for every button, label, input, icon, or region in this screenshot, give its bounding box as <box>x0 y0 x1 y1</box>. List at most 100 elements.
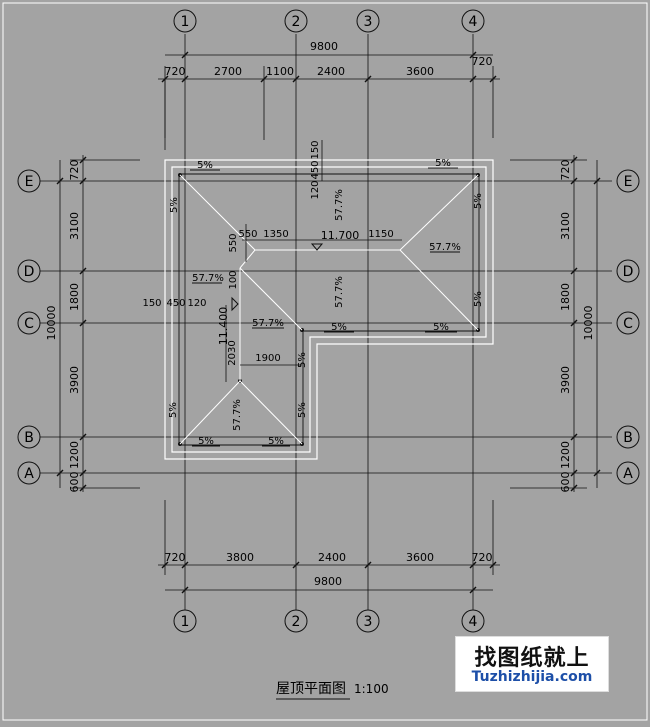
slope-label: 5% <box>297 402 308 418</box>
dim-150: 150 <box>310 140 321 159</box>
axis-label-2-top: 2 <box>292 14 301 30</box>
axis-bubble <box>461 9 485 33</box>
roof-outline <box>164 159 494 460</box>
dims-left: 10000 720 3100 1800 3900 1200 600 <box>45 160 81 493</box>
dim-top-seg: 2400 <box>317 65 345 78</box>
elevation-markers <box>231 243 324 312</box>
dimension-ticks <box>56 51 601 594</box>
axis-bubbles-left: E D C B A <box>17 169 41 485</box>
slope-label: 5% <box>433 322 449 333</box>
axis-label-B-right: B <box>623 430 633 446</box>
drawing-title: 屋顶平面图 1:100 <box>276 681 389 700</box>
dims-top: 9800 720 2700 1100 2400 3600 720 <box>165 40 493 78</box>
slope-label: 5% <box>168 402 179 418</box>
axis-bubble <box>284 9 308 33</box>
dim-right-seg: 1800 <box>559 283 572 311</box>
slope-label: 5% <box>297 352 308 368</box>
dim-bottom-seg: 720 <box>472 551 493 564</box>
dimension-lines <box>59 54 598 591</box>
axis-bubble <box>17 461 41 485</box>
axis-label-A-right: A <box>623 466 633 482</box>
dim-120: 120 <box>310 180 321 199</box>
axis-label-C-right: C <box>623 316 633 332</box>
axis-label-2-bottom: 2 <box>292 614 301 630</box>
dim-450: 450 <box>310 160 321 179</box>
axis-bubble <box>461 609 485 633</box>
dim-1150: 1150 <box>368 229 393 240</box>
slope-texts: 5% 5% 5% 5% 5% 5% 5% 5% 5% 5% 5% 5% 57.7… <box>168 158 484 447</box>
slope-label: 5% <box>331 322 347 333</box>
axis-label-4-bottom: 4 <box>469 614 478 630</box>
dim-left-seg: 3100 <box>68 212 81 240</box>
watermark-cn: 找图纸就上 <box>474 646 590 671</box>
axis-label-E-left: E <box>25 174 34 190</box>
dim-left-seg: 3900 <box>68 366 81 394</box>
dim-top-seg: 1100 <box>266 65 294 78</box>
slope-label: 5% <box>198 436 214 447</box>
axis-bubbles-right: E D C B A <box>616 169 640 485</box>
axis-bubble <box>616 461 640 485</box>
dim-top-seg: 2700 <box>214 65 242 78</box>
dim-450-left: 450 <box>166 298 185 309</box>
dim-right-seg: 720 <box>559 160 572 181</box>
pitch-label: 57.7% <box>334 276 345 308</box>
watermark-badge: 找图纸就上 Tuzhizhijia.com <box>455 636 609 692</box>
dim-right-seg: 3900 <box>559 366 572 394</box>
dim-left-seg: 1200 <box>68 441 81 469</box>
axis-bubble <box>173 9 197 33</box>
axis-bubble <box>356 609 380 633</box>
axis-label-3-bottom: 3 <box>364 614 373 630</box>
horizontal-axis-lines <box>40 180 612 474</box>
axis-bubble <box>356 9 380 33</box>
axis-label-A-left: A <box>24 466 34 482</box>
dim-right-seg: 3100 <box>559 212 572 240</box>
dim-2030: 2030 <box>227 340 238 365</box>
axis-bubble <box>616 425 640 449</box>
dim-550a: 550 <box>238 229 257 240</box>
slope-arrows <box>190 167 460 447</box>
eave-inner <box>171 166 487 453</box>
dim-1350: 1350 <box>263 229 288 240</box>
dim-left-seg: 1800 <box>68 283 81 311</box>
axis-bubble <box>17 425 41 449</box>
vertical-axis-lines <box>184 34 474 610</box>
title-scale: 1:100 <box>354 682 389 696</box>
lower-elevation: 11.400 <box>217 307 230 346</box>
inner-dim-texts: 150 450 120 550 1350 550 1150 100 150 45… <box>142 140 393 365</box>
slope-label: 5% <box>197 160 213 171</box>
axis-bubble <box>616 311 640 335</box>
roof-ridges <box>179 174 479 445</box>
slope-label: 5% <box>169 197 180 213</box>
slope-label: 5% <box>473 291 484 307</box>
dims-bottom: 720 3800 2400 3600 720 9800 <box>165 551 493 588</box>
slope-label: 5% <box>268 436 284 447</box>
title-name: 屋顶平面图 <box>276 681 346 697</box>
axis-label-1-bottom: 1 <box>181 614 190 630</box>
axis-label-D-left: D <box>24 264 35 280</box>
inner-dims <box>225 140 402 382</box>
pitch-label: 57.7% <box>252 318 284 329</box>
dim-top-seg: 720 <box>472 55 493 68</box>
pitch-label: 57.7% <box>334 189 345 221</box>
dim-100: 100 <box>228 270 239 289</box>
ridge-elevation: 11.700 <box>321 229 360 242</box>
pitch-label: 57.7% <box>192 273 224 284</box>
slope-label: 5% <box>435 158 451 169</box>
axis-label-3-top: 3 <box>364 14 373 30</box>
axis-bubble <box>173 609 197 633</box>
dim-bottom-total: 9800 <box>314 575 342 588</box>
dim-right-seg: 600 <box>559 472 572 493</box>
pitch-label: 57.7% <box>429 242 461 253</box>
axis-label-4-top: 4 <box>469 14 478 30</box>
dim-left-total: 10000 <box>45 306 58 341</box>
axis-label-B-left: B <box>24 430 34 446</box>
dim-120-left: 120 <box>187 298 206 309</box>
axis-bubble <box>284 609 308 633</box>
dim-bottom-seg: 2400 <box>318 551 346 564</box>
axis-label-E-right: E <box>624 174 633 190</box>
axis-bubble <box>17 311 41 335</box>
dim-top-seg: 720 <box>165 65 186 78</box>
